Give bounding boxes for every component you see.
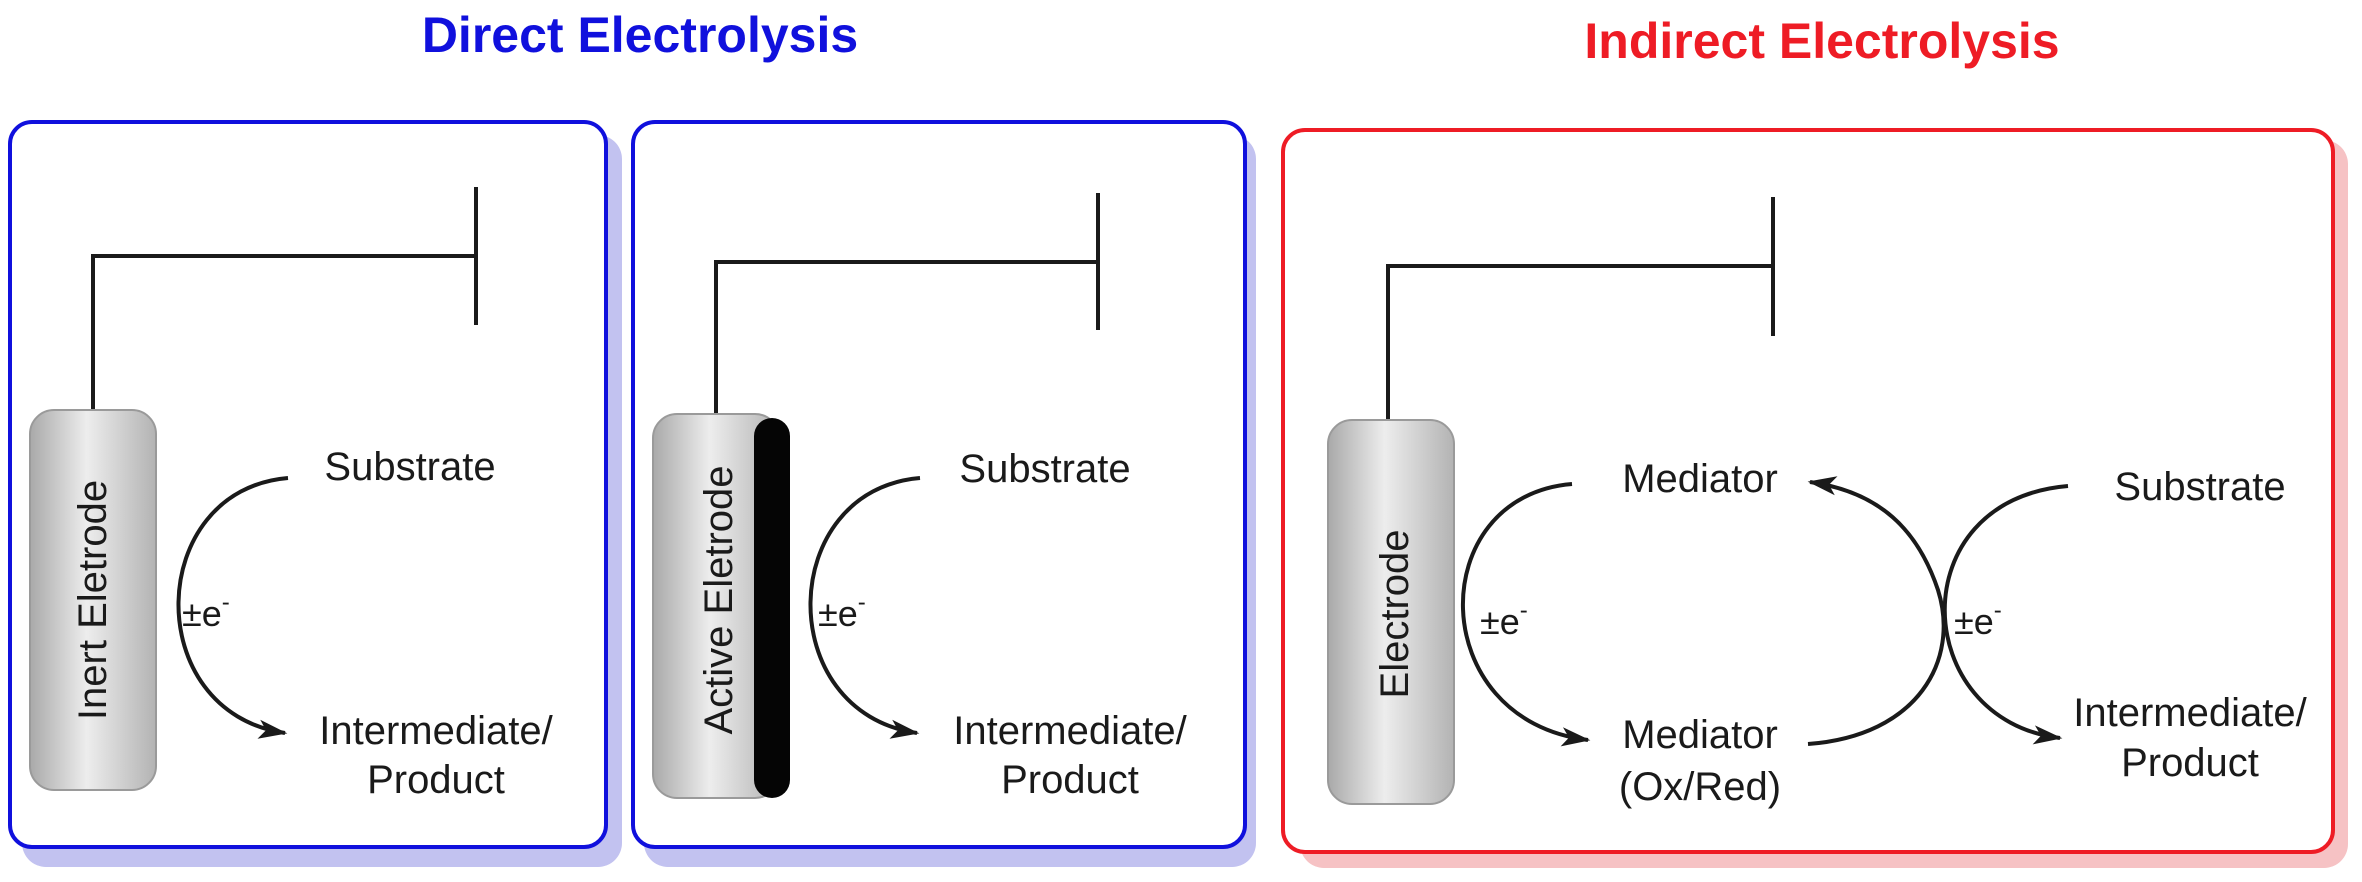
- panel1-electron-arc: [176, 476, 289, 739]
- panel1-product-line2: Product: [367, 758, 505, 802]
- panel3-product-line2: Product: [2121, 741, 2259, 785]
- panel1-electron: ±e-: [182, 589, 230, 634]
- panel1-product-line1: Intermediate/: [319, 709, 553, 753]
- mediator-top: Mediator: [1622, 457, 1778, 501]
- panel3-product-line1: Intermediate/: [2073, 691, 2307, 735]
- panel3-right-electron: ±e-: [1954, 597, 2002, 642]
- panel2-electron: ±e-: [818, 589, 866, 634]
- mediator-bottom-line2: (Ox/Red): [1619, 765, 1781, 809]
- electrode-label: Electrode: [1373, 530, 1417, 699]
- panel3-right-arc: [1942, 484, 2069, 745]
- panel3-left-arc: [1461, 482, 1591, 747]
- direct-electrolysis-header: Direct Electrolysis: [422, 7, 858, 63]
- mediator-bottom-line1: Mediator: [1622, 713, 1778, 757]
- panel3-mediator-return-arc: [1807, 476, 1946, 746]
- panel3-wire: [1386, 264, 1773, 420]
- panel-inert-electrode: Inert Eletrode Substrate ±e- Intermediat…: [8, 120, 622, 867]
- panel2-substrate: Substrate: [959, 447, 1130, 491]
- panel2-wire: [714, 260, 1098, 414]
- indirect-electrolysis-header: Indirect Electrolysis: [1584, 13, 2059, 69]
- active-electrode-label: Active Eletrode: [697, 465, 741, 734]
- inert-electrode-label: Inert Eletrode: [71, 480, 115, 720]
- panel2-product-line1: Intermediate/: [953, 709, 1187, 753]
- panel-indirect: Electrode ±e- ±e- Mediator Mediator (Ox/…: [1281, 128, 2348, 868]
- inert-electrode: [29, 409, 157, 791]
- panel-active-electrode: Active Eletrode Substrate ±e- Intermedia…: [631, 120, 1256, 867]
- panel3-left-electron: ±e-: [1480, 597, 1528, 642]
- panel1-wire: [91, 254, 476, 410]
- panel1-frame: [8, 120, 608, 849]
- panel3-substrate: Substrate: [2114, 465, 2285, 509]
- panel2-product-line2: Product: [1001, 758, 1139, 802]
- panel1-substrate: Substrate: [324, 445, 495, 489]
- active-electrode-layer: [754, 418, 790, 798]
- electrode: [1327, 419, 1455, 805]
- panel2-electron-arc: [808, 476, 921, 739]
